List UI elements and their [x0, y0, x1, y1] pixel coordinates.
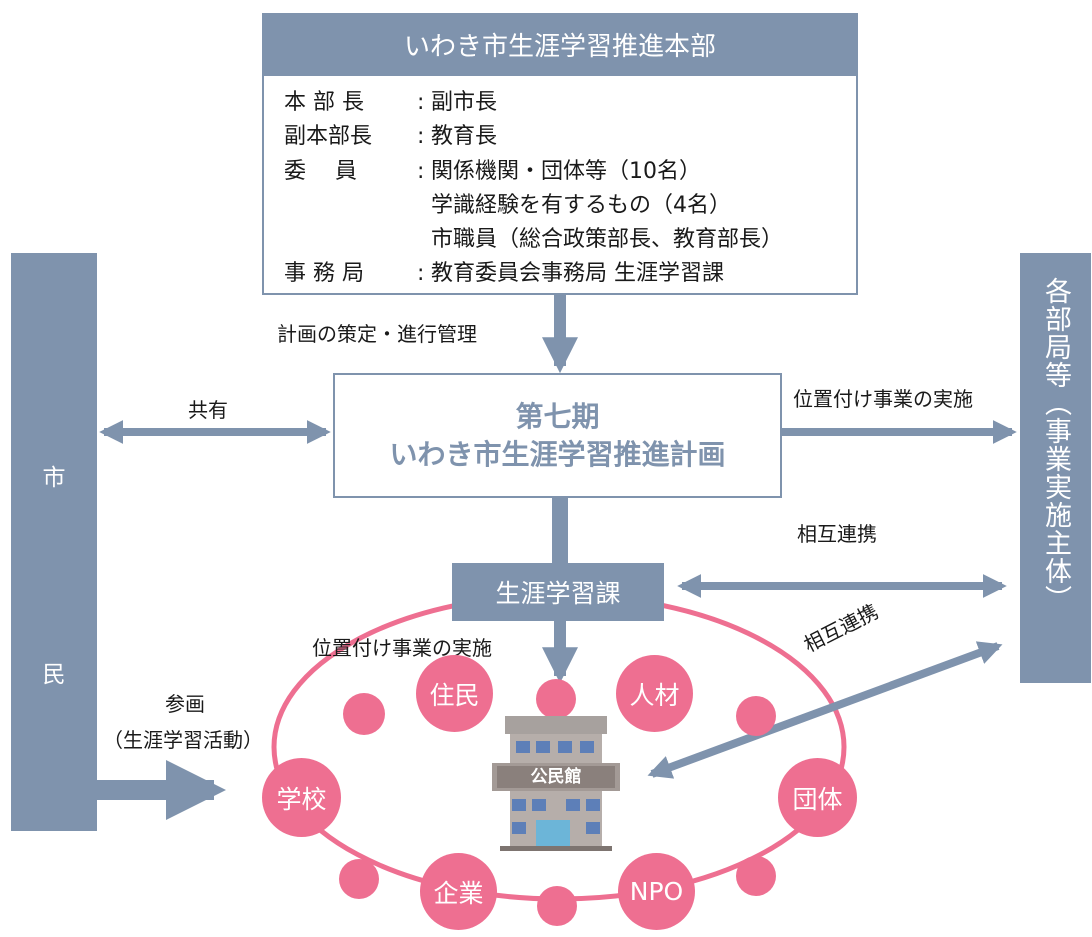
roster-value: 副市長 — [431, 90, 498, 115]
roster-row-director: 本 部 長:副市長 — [284, 86, 497, 120]
plan-box: 第七期 いわき市生涯学習推進計画 — [333, 373, 782, 498]
roster-members-continuation: 市職員（総合政策部長、教育部長） — [431, 227, 784, 252]
roster-role: 副本部長 — [284, 124, 373, 149]
plan-period: 第七期 — [515, 399, 600, 433]
node-schools: 学校 — [262, 758, 341, 837]
roster-value: 教育委員会事務局 生涯学習課 — [431, 261, 724, 286]
roster-sep: : — [417, 90, 425, 115]
connector-plan-to-section — [552, 498, 568, 563]
roster-sep: : — [417, 124, 425, 149]
departments-bar: 各部局等（事業実施主体） — [1020, 253, 1091, 683]
roster-row-deputy: 副本部長:教育長 — [284, 120, 497, 154]
lifelong-learning-section-box: 生涯学習課 — [452, 563, 664, 621]
label-mutual-1: 相互連携 — [797, 522, 877, 546]
roster-value: 関係機関・団体等（10名） — [431, 159, 701, 184]
plan-title: いわき市生涯学習推進計画 — [389, 437, 726, 471]
label-plan-manage: 計画の策定・進行管理 — [277, 322, 477, 346]
node-npo: NPO — [618, 853, 695, 930]
roster-members-continuation: 学識経験を有するもの（4名） — [431, 193, 731, 218]
node-human-resources: 人材 — [616, 655, 693, 732]
roster-sep: : — [417, 261, 425, 286]
roster-sep: : — [417, 159, 425, 184]
ring-dot — [536, 679, 576, 719]
label-participate-detail: （生涯学習活動） — [103, 728, 263, 752]
label-implement-top: 位置付け事業の実施 — [793, 387, 973, 411]
citizens-char: 民 — [42, 662, 66, 688]
ring-dot — [736, 856, 776, 896]
arrow-mutual-2 — [647, 641, 1003, 779]
node-companies: 企業 — [420, 853, 497, 930]
roster-row-members: 委 員:関係機関・団体等（10名） — [284, 155, 701, 189]
ring-dot — [339, 859, 379, 899]
departments-label: 各部局等（事業実施主体） — [1040, 277, 1071, 613]
roster-value: 教育長 — [431, 124, 498, 149]
roster-row-secretariat: 事 務 局:教育委員会事務局 生涯学習課 — [284, 257, 724, 291]
roster-role: 事 務 局 — [284, 261, 364, 286]
label-participate: 参画 — [165, 692, 205, 716]
citizens-bar: 市 民 — [11, 253, 97, 831]
headquarters-title: いわき市生涯学習推進本部 — [262, 13, 858, 76]
label-share: 共有 — [188, 398, 228, 422]
ring-dot — [537, 886, 577, 926]
node-organizations: 団体 — [778, 758, 857, 837]
node-residents: 住民 — [416, 655, 493, 732]
community-center-building-illustration — [492, 716, 620, 851]
ring-dot — [343, 693, 385, 735]
citizens-char: 市 — [42, 465, 66, 491]
building-sign: 公民館 — [530, 767, 582, 787]
roster-role: 委 員 — [284, 159, 357, 184]
roster-role: 本 部 長 — [284, 90, 364, 115]
ring-dot — [736, 696, 776, 736]
